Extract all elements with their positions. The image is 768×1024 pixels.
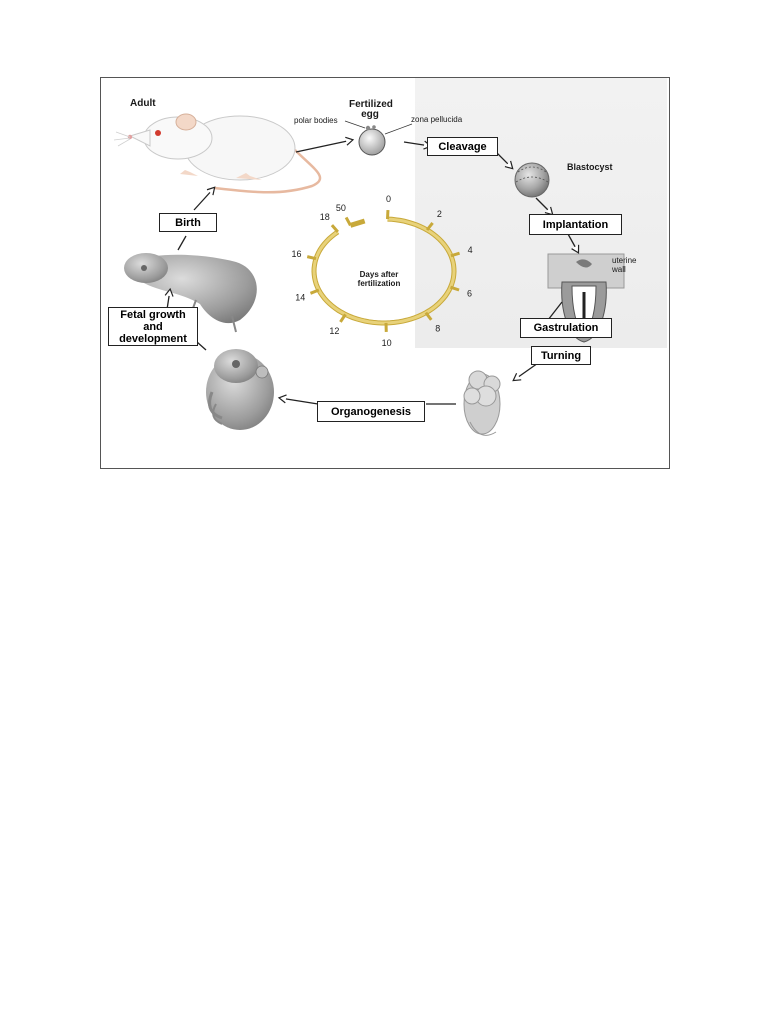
timeline-tick-12 [339, 313, 347, 323]
timeline-tick-label-12: 12 [329, 326, 339, 336]
timeline-tick-label-8: 8 [435, 324, 440, 334]
arrow-uterus-to-gastrulation [547, 301, 563, 321]
timeline-tick-18 [330, 224, 339, 233]
stage-box-cleavage: Cleavage [427, 137, 498, 156]
stage-box-fetal-growth: Fetal growth and development [108, 307, 198, 346]
arrow-birth-to-adult [193, 186, 216, 211]
fertilized-egg-illustration [344, 120, 413, 156]
timeline-center-label: Days after fertilization [357, 270, 401, 288]
stage-box-organogenesis: Organogenesis [317, 401, 425, 422]
timeline-tick-16 [306, 255, 317, 261]
timeline-tick-label-14: 14 [295, 292, 305, 302]
timeline-tick-label-50: 50 [336, 203, 346, 213]
stage-box-gastrulation: Gastrulation [520, 318, 612, 338]
stage-box-implantation: Implantation [529, 214, 622, 235]
timeline-tick-8 [424, 311, 433, 321]
timeline-segment-50 [349, 218, 366, 228]
turning-embryo-illustration [463, 370, 501, 436]
timeline-tick-label-0: 0 [386, 194, 391, 204]
arrow-egg-to-cleavage [403, 140, 433, 150]
timeline-tick-label-18: 18 [320, 212, 330, 222]
arrow-implantation-to-uterus [567, 233, 580, 254]
timeline-tick-label-2: 2 [437, 209, 442, 219]
uterine-wall-label: uterine wall [612, 256, 637, 274]
timeline-tick-label-4: 4 [468, 245, 473, 255]
timeline-band-fill [312, 217, 456, 325]
timeline-tick-label-10: 10 [382, 338, 392, 348]
adult-label: Adult [130, 98, 156, 109]
timeline-tick-14 [309, 288, 320, 295]
zona-pellucida-label: zona pellucida [411, 115, 463, 124]
blastocyst-illustration [514, 162, 550, 198]
timeline-tick-label-6: 6 [467, 288, 472, 298]
polar-bodies-label: polar bodies [294, 116, 338, 125]
stage-box-turning: Turning [531, 346, 591, 365]
arrow-adult-to-egg [295, 136, 355, 153]
adult-mouse-illustration [113, 113, 322, 194]
timeline-ring: 0 2 4 6 8 10 12 14 16 18 50 [291, 194, 472, 348]
curled-fetus-illustration [206, 349, 274, 430]
arrow-blastocyst-to-implantation [535, 197, 554, 216]
timeline-tick-50 [344, 216, 352, 227]
timeline-tick-label-16: 16 [291, 249, 301, 259]
stage-box-birth: Birth [159, 213, 217, 232]
timeline-tick-6 [450, 285, 460, 292]
blastocyst-label: Blastocyst [567, 162, 613, 172]
timeline-tick-4 [450, 251, 461, 258]
fertilized-egg-label: Fertilized egg [349, 99, 393, 120]
figure-background-panel [415, 78, 667, 348]
timeline-tick-2 [425, 221, 434, 231]
arrow-organogenesis-to-fetus [277, 394, 319, 405]
arrow-late-fetus-to-birth [177, 235, 187, 251]
